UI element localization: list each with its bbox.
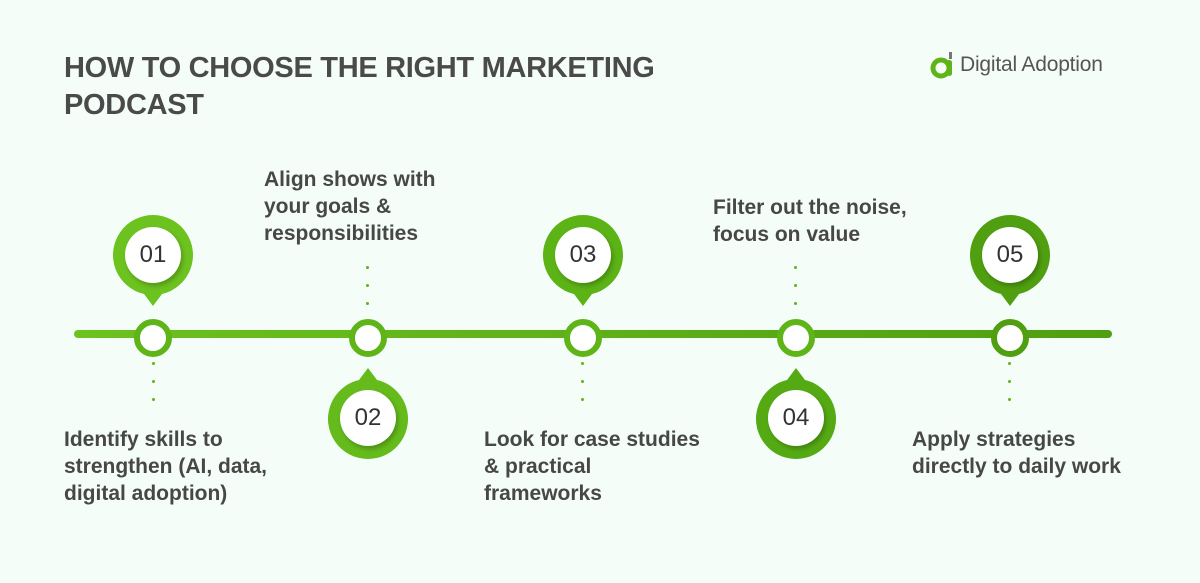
step-02-pin: 02 <box>326 366 410 460</box>
step-04-node <box>777 319 815 357</box>
step-03-label: Look for case studies & practical framew… <box>484 426 700 507</box>
step-03-pin: 03 <box>541 214 625 308</box>
step-01-line-3: digital adoption) <box>64 482 228 505</box>
brand-logo: Digital Adoption <box>930 52 1103 79</box>
step-05-connector-dots <box>1008 362 1012 416</box>
step-02-node <box>349 319 387 357</box>
step-04-line-2: focus on value <box>713 223 861 246</box>
step-02-label: Align shows with your goals & responsibi… <box>264 166 436 247</box>
step-04-connector-dots <box>794 266 798 320</box>
step-05-line-1: Apply strategies <box>912 428 1076 451</box>
step-01-pin: 01 <box>111 214 195 308</box>
step-01-line-1: Identify skills to <box>64 428 223 451</box>
step-01-node <box>134 319 172 357</box>
step-02-line-2: your goals & <box>264 195 392 218</box>
step-03-node <box>564 319 602 357</box>
step-04-label: Filter out the noise, focus on value <box>713 194 907 248</box>
step-03-line-3: frameworks <box>484 482 602 505</box>
step-04-number: 04 <box>768 390 824 446</box>
step-05-label: Apply strategies directly to daily work <box>912 426 1121 480</box>
title-line-2: PODCAST <box>64 89 204 121</box>
step-05-pin: 05 <box>968 214 1052 308</box>
step-01-number: 01 <box>125 227 181 283</box>
step-02-line-1: Align shows with <box>264 168 436 191</box>
step-04-line-1: Filter out the noise, <box>713 196 907 219</box>
step-03-connector-dots <box>581 362 585 416</box>
step-05-number: 05 <box>982 227 1038 283</box>
step-05-node <box>991 319 1029 357</box>
step-02-line-3: responsibilities <box>264 222 419 245</box>
step-03-line-1: Look for case studies <box>484 428 700 451</box>
logo-text: Digital Adoption <box>960 53 1103 76</box>
step-05-line-2: directly to daily work <box>912 455 1121 478</box>
step-02-connector-dots <box>366 266 370 320</box>
step-01-label: Identify skills to strengthen (AI, data,… <box>64 426 267 507</box>
step-01-line-2: strengthen (AI, data, <box>64 455 268 478</box>
step-01-connector-dots <box>152 362 156 416</box>
title-line-1: HOW TO CHOOSE THE RIGHT MARKETING <box>64 52 655 84</box>
digital-adoption-logo-icon <box>930 52 956 79</box>
step-02-number: 02 <box>340 390 396 446</box>
step-04-pin: 04 <box>754 366 838 460</box>
step-03-line-2: & practical <box>484 455 592 478</box>
page-title: HOW TO CHOOSE THE RIGHT MARKETING PODCAS… <box>64 50 655 124</box>
step-03-number: 03 <box>555 227 611 283</box>
